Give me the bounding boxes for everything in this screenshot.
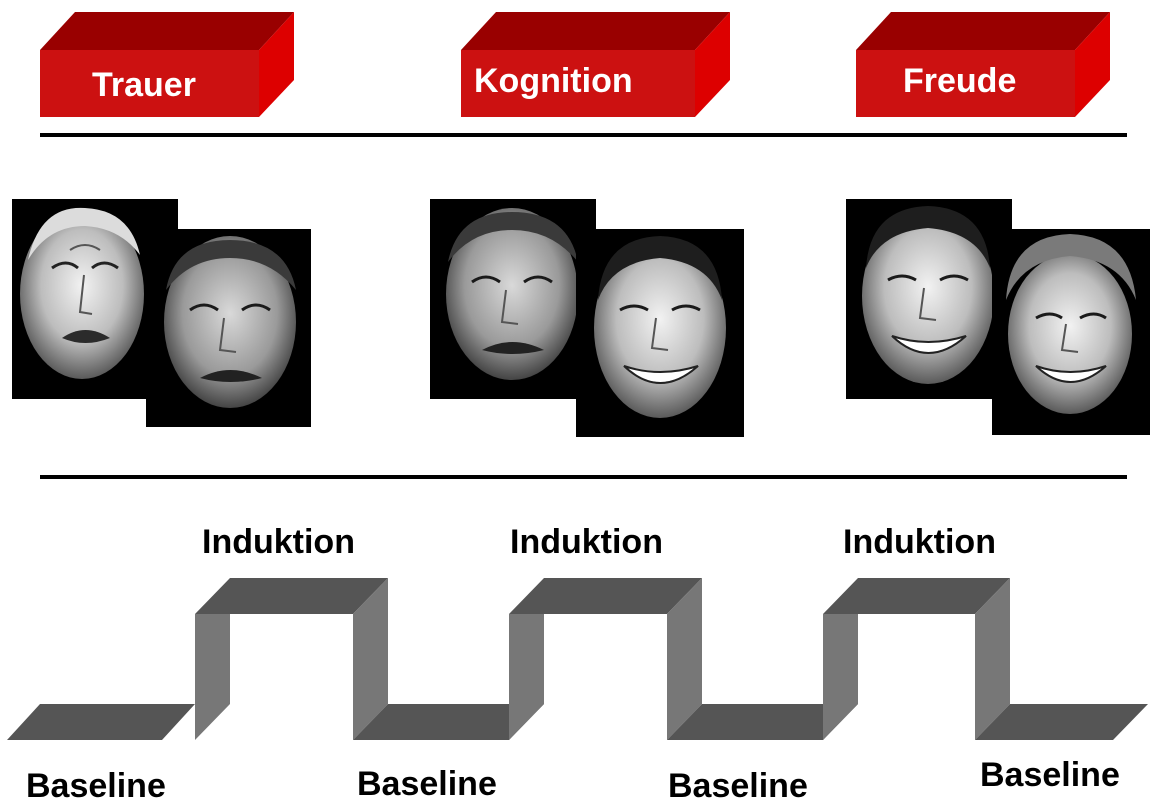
induktion-label: Induktion — [843, 523, 996, 561]
condition-block-freude: Freude — [856, 12, 1110, 117]
top-divider — [40, 133, 1127, 137]
block-top-face — [40, 12, 294, 50]
condition-label-trauer: Trauer — [92, 66, 196, 104]
induktion-segment — [509, 578, 702, 614]
rise-segment — [509, 614, 544, 740]
induktion-label: Induktion — [510, 523, 663, 561]
baseline-segment — [353, 704, 544, 740]
fall-segment — [975, 578, 1010, 740]
block-design-staircase — [7, 578, 1148, 740]
happy-male-face-photo — [576, 229, 744, 437]
face-pair-kognition — [430, 199, 744, 437]
rise-segment — [823, 614, 858, 740]
baseline-segment — [975, 704, 1148, 740]
block-side-face — [695, 12, 730, 117]
condition-label-freude: Freude — [903, 62, 1016, 100]
baseline-label: Baseline — [357, 765, 497, 802]
fall-segment — [353, 578, 388, 740]
face-pair-freude — [846, 199, 1150, 435]
face-pair-trauer — [12, 199, 311, 427]
happy-female-face-photo — [992, 229, 1150, 435]
block-top-face — [461, 12, 730, 50]
baseline-label: Baseline — [668, 767, 808, 802]
induktion-segment — [195, 578, 388, 614]
baseline-label: Baseline — [26, 767, 166, 802]
fall-segment — [667, 578, 702, 740]
sad-female-face-photo — [430, 199, 596, 399]
block-top-face — [856, 12, 1110, 50]
condition-label-kognition: Kognition — [474, 62, 633, 100]
block-side-face — [1075, 12, 1110, 117]
block-front-face — [461, 50, 695, 117]
block-front-face — [40, 50, 259, 117]
induktion-label: Induktion — [202, 523, 355, 561]
baseline-segment — [7, 704, 195, 740]
sad-female-face-photo — [146, 229, 311, 427]
induktion-segment — [823, 578, 1010, 614]
block-front-face — [856, 50, 1075, 117]
condition-block-kognition: Kognition — [461, 12, 730, 117]
middle-divider — [40, 475, 1127, 479]
baseline-label: Baseline — [980, 756, 1120, 794]
rise-segment — [195, 614, 230, 740]
happy-male-face-photo — [846, 199, 1012, 399]
block-side-face — [259, 12, 294, 117]
baseline-segment — [667, 704, 858, 740]
condition-block-trauer: Trauer — [40, 12, 294, 117]
